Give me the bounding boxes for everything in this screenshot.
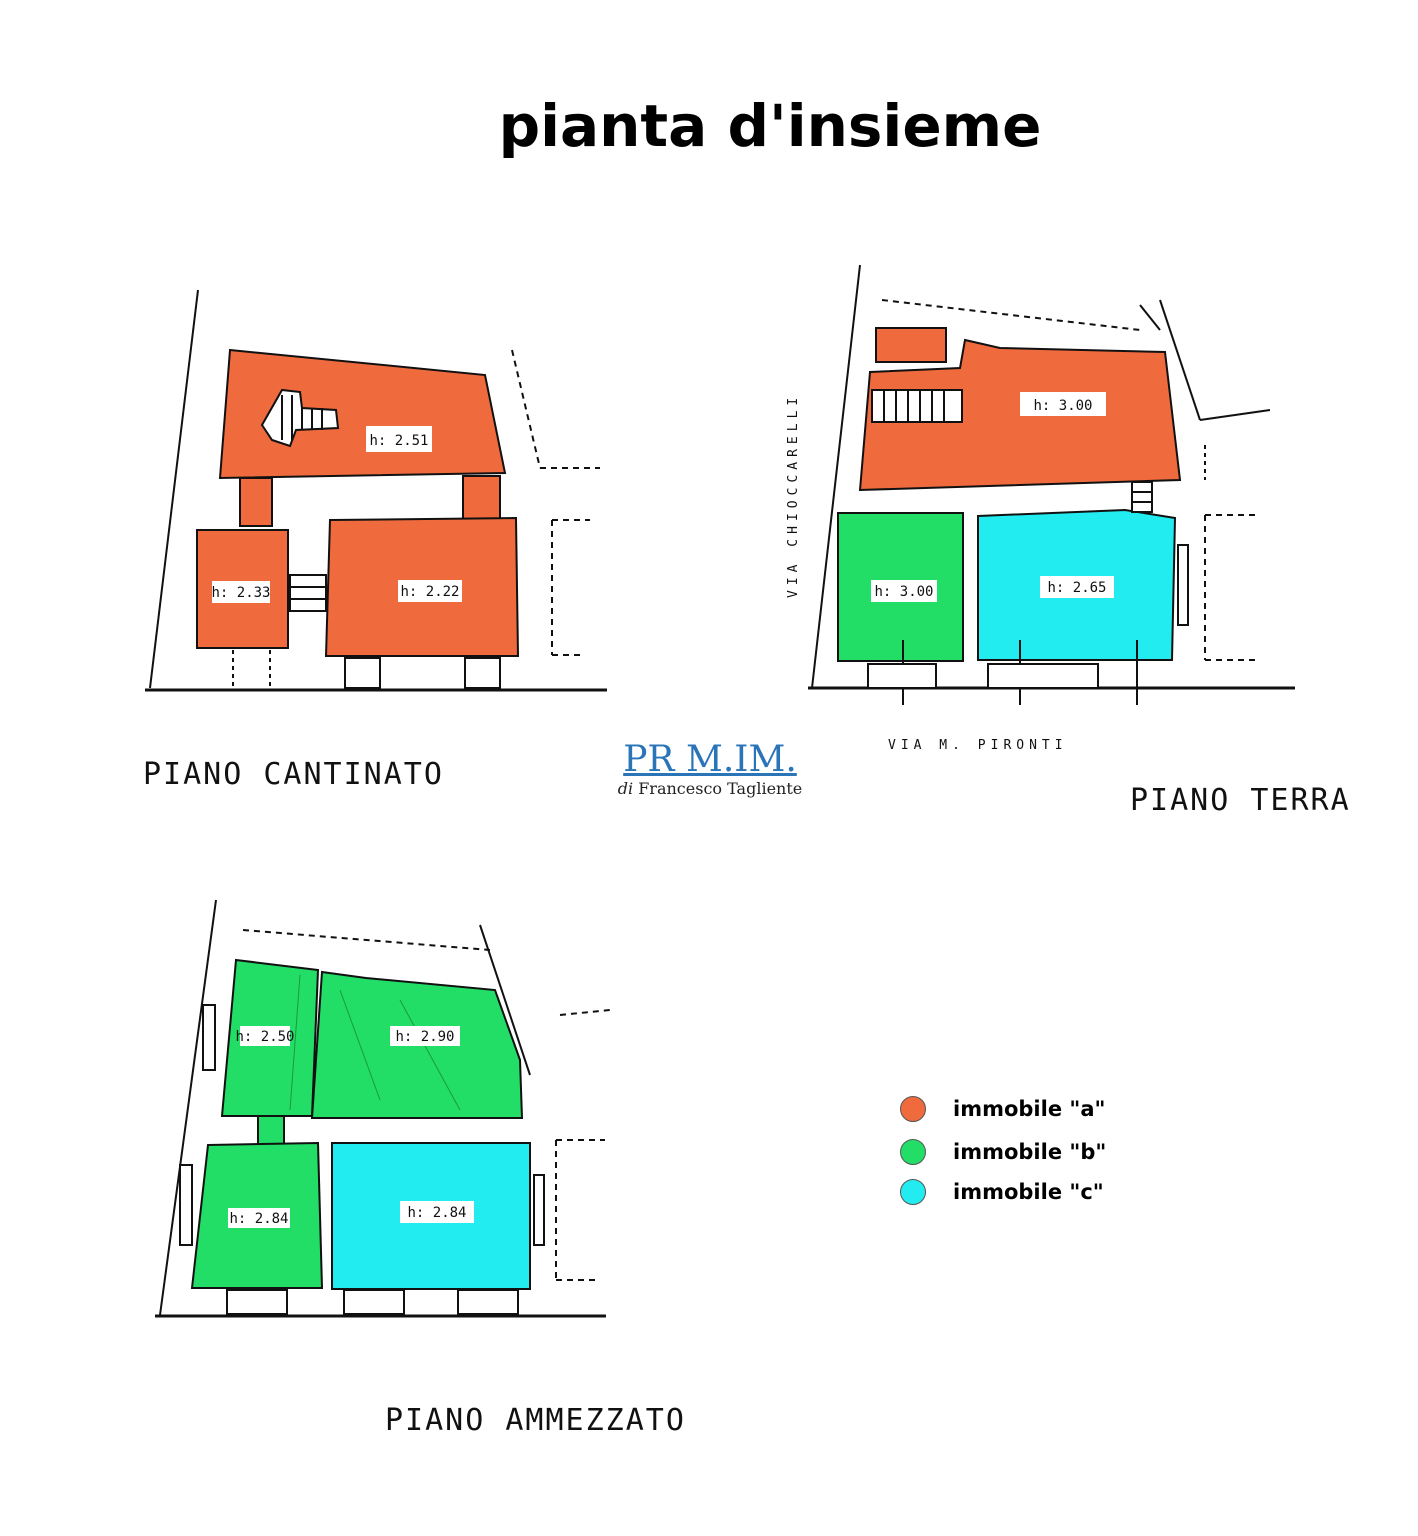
logo-subtitle: di Francesco Tagliente [608, 780, 812, 798]
plan-piano-terra [808, 264, 1295, 705]
legend-dot-a [900, 1096, 926, 1122]
page-title: pianta d'insieme [498, 92, 1042, 160]
legend-item-c: immobile "c" [900, 1177, 1104, 1207]
legend-label: immobile "a" [953, 1097, 1106, 1121]
floor-label-cantinato: PIANO CANTINATO [143, 757, 444, 792]
legend-dot-b [900, 1139, 926, 1165]
room-cantinato-1 [218, 348, 507, 480]
street-label-chioccarelli: VIA CHIOCCARELLI [786, 393, 801, 598]
floor-label-ammezzato: PIANO AMMEZZATO [385, 1403, 686, 1438]
street-label-pironti: VIA M. PIRONTI [888, 738, 1068, 753]
room-terra-small [875, 327, 947, 363]
room-height-label: h: 2.90 [395, 1029, 454, 1045]
logo-name: PR M.IM. [623, 739, 797, 780]
room-height-label: h: 2.22 [400, 584, 459, 600]
logo-owner: Francesco Tagliente [638, 779, 803, 798]
room-height-label: h: 3.00 [874, 584, 933, 600]
corridor-ammezzato [257, 1115, 285, 1147]
room-height-label: h: 2.51 [369, 433, 428, 449]
plan-piano-ammezzato [155, 899, 611, 1318]
room-height-label: h: 2.84 [229, 1211, 288, 1227]
room-height-label: h: 2.65 [1047, 580, 1106, 596]
legend-label: immobile "b" [953, 1140, 1107, 1164]
corridor-cantinato-left [239, 477, 273, 527]
plan-piano-cantinato [145, 289, 607, 692]
room-height-label: h: 3.00 [1033, 398, 1092, 414]
floor-label-terra: PIANO TERRA [1130, 783, 1351, 818]
room-height-label: h: 2.84 [407, 1205, 466, 1221]
stair-terra [871, 389, 963, 423]
legend-item-a: immobile "a" [900, 1094, 1105, 1124]
corridor-cantinato-right [462, 475, 501, 525]
legend-label: immobile "c" [953, 1180, 1104, 1204]
legend-item-b: immobile "b" [900, 1137, 1106, 1167]
legend-dot-c [900, 1179, 926, 1205]
room-height-label: h: 2.33 [211, 585, 270, 601]
brand-logo: PR M.IM. di Francesco Tagliente [608, 740, 812, 798]
room-height-label: h: 2.50 [235, 1029, 294, 1045]
logo-prefix: di [617, 779, 634, 798]
